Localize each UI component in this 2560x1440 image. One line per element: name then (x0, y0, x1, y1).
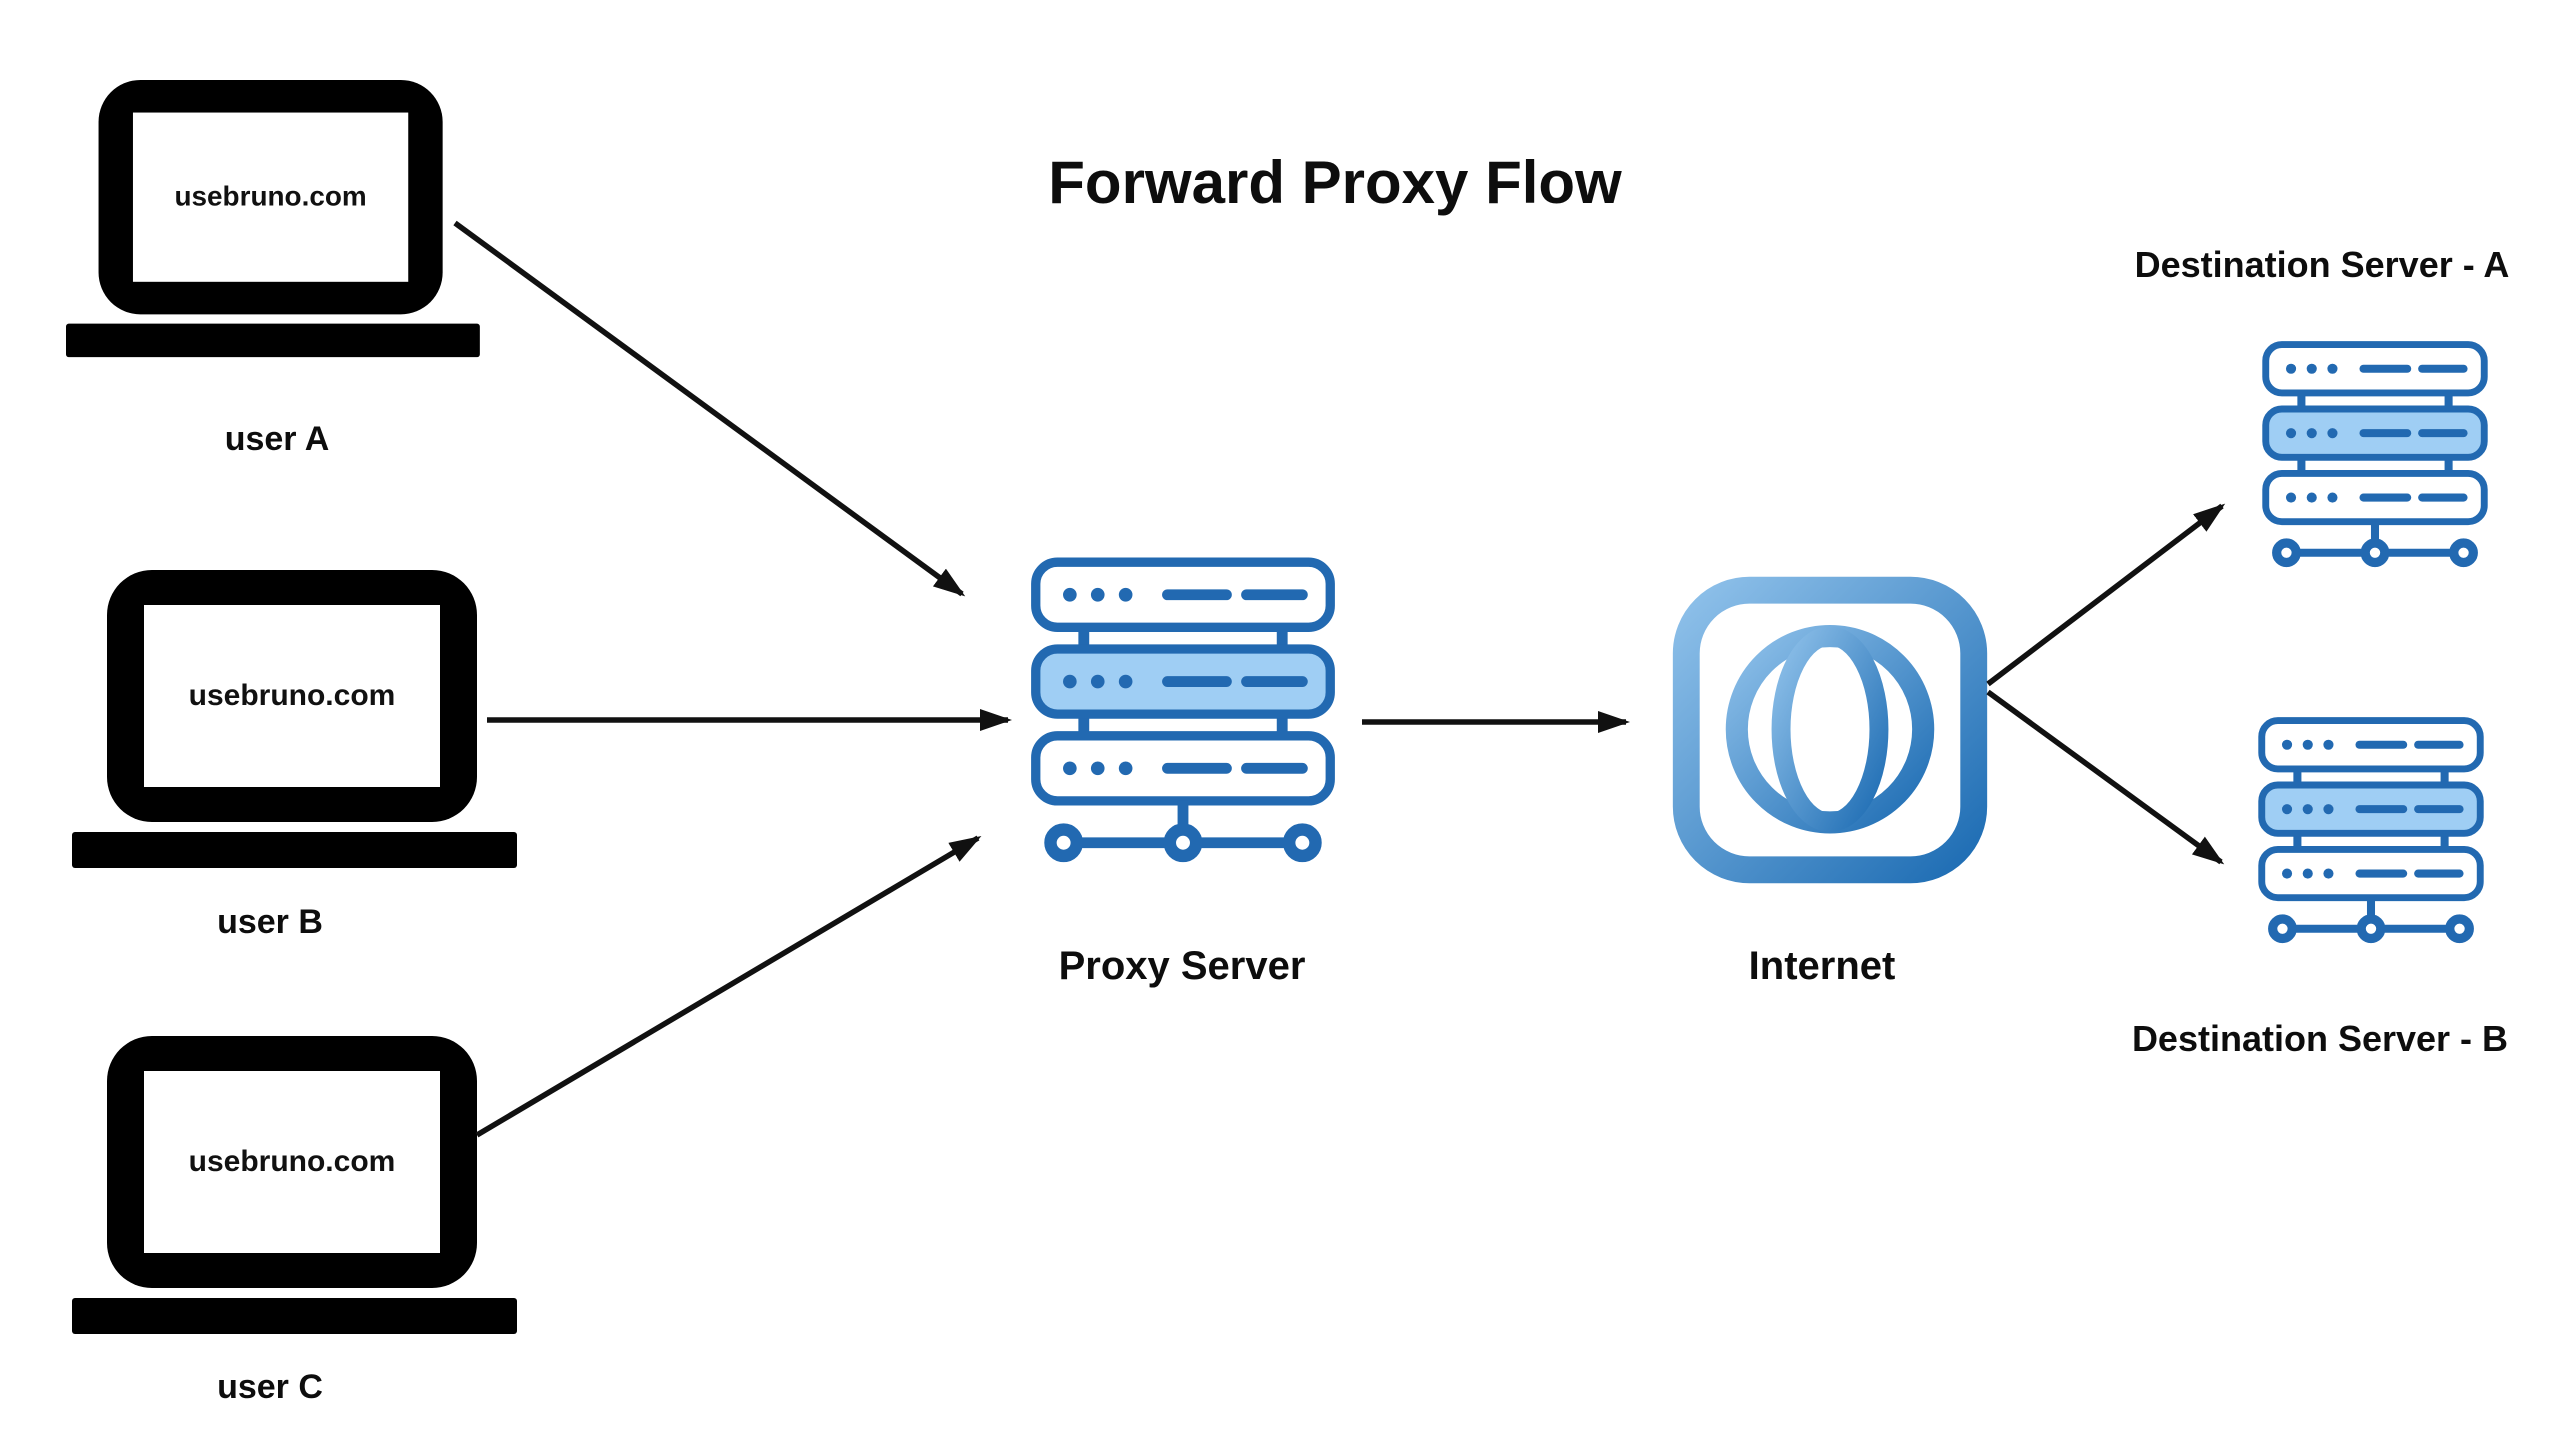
laptop-screen-url: usebruno.com (188, 679, 396, 712)
server-rack-icon (2256, 716, 2486, 946)
arrow-internet-to-dest-a (1986, 503, 2226, 687)
arrow-internet-to-dest-b (1986, 689, 2225, 865)
arrow-user-c-to-proxy (475, 835, 982, 1138)
laptop-screen: usebruno.com (144, 605, 440, 787)
node-label-internet: Internet (1748, 944, 1896, 988)
node-user-c: usebruno.com (72, 1036, 517, 1336)
page-title: Forward Proxy Flow (1048, 149, 1622, 216)
node-label-proxy: Proxy Server (1058, 944, 1306, 988)
node-label-dest-a: Destination Server - A (2134, 244, 2510, 285)
arrow-user-a-to-proxy (453, 220, 966, 597)
laptop-base (72, 1298, 517, 1334)
node-label-user-b: user B (217, 903, 323, 941)
laptop-screen: usebruno.com (132, 112, 409, 282)
laptop-screen: usebruno.com (144, 1071, 440, 1253)
server-rack-icon (2260, 340, 2490, 570)
node-label-user-a: user A (224, 420, 330, 458)
server-rack-icon (1028, 556, 1338, 866)
node-label-user-c: user C (217, 1368, 323, 1406)
node-user-b: usebruno.com (72, 570, 517, 870)
laptop-screen-url: usebruno.com (188, 1145, 396, 1178)
laptop-screen-url: usebruno.com (174, 181, 367, 213)
globe-icon (1672, 576, 1988, 884)
laptop-base (66, 323, 480, 358)
node-label-dest-b: Destination Server - B (2131, 1018, 2509, 1059)
node-user-a: usebruno.com (66, 80, 480, 359)
laptop-base (72, 832, 517, 868)
